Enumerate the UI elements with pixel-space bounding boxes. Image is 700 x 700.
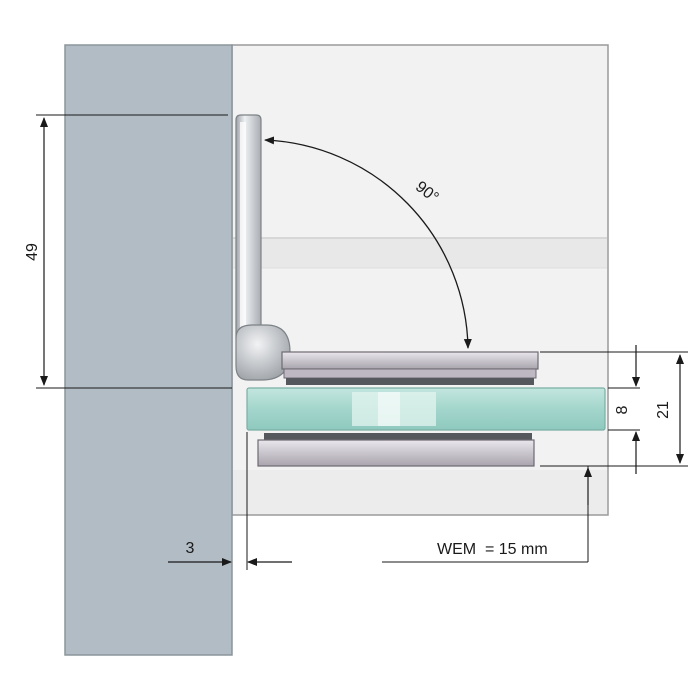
dimension-49-label: 49 <box>24 243 41 261</box>
lower-gasket <box>264 433 532 440</box>
dimension-21-label: 21 <box>655 401 672 419</box>
angle-arc <box>264 136 472 349</box>
hinge-leaf-highlight <box>240 122 246 332</box>
dimension-8-label: 8 <box>614 405 631 414</box>
wall <box>64 44 233 656</box>
dimension-3-label: 3 <box>186 540 195 557</box>
upper-gasket <box>286 378 534 385</box>
hinge-wall-leaf <box>235 114 262 339</box>
wem-label: WEM = 15 mm <box>437 541 548 558</box>
back-panel-band <box>233 238 607 268</box>
upper-clamp-plate <box>281 351 539 370</box>
upper-clamp-plate-lower <box>283 368 537 379</box>
glass-highlight-stripe <box>378 392 400 426</box>
back-panel-bottom-band <box>233 470 607 514</box>
lower-clamp-plate <box>257 439 535 467</box>
